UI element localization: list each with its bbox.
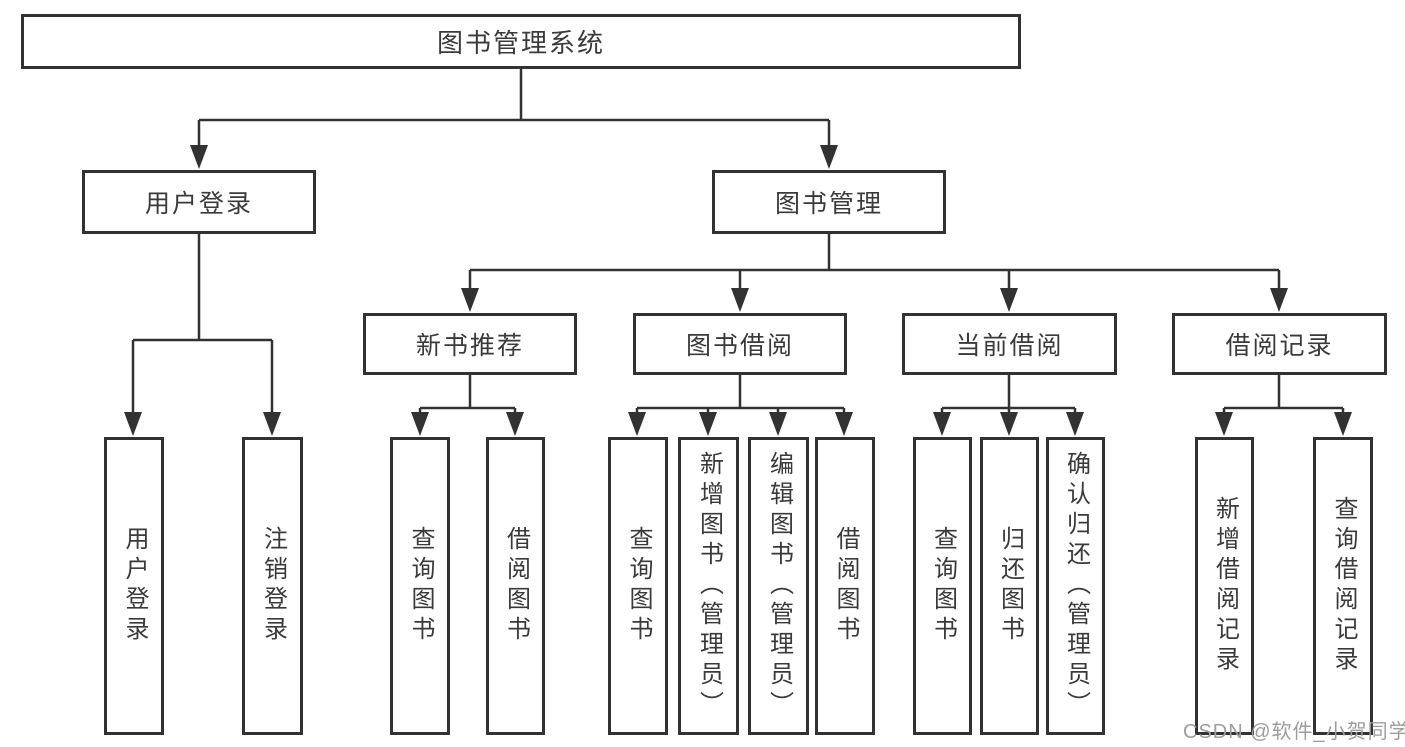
leaf-borrow-add-books-admin: 新增图书（管理员） xyxy=(678,437,739,735)
node-current-borrowing: 当前借阅 xyxy=(902,313,1117,375)
leaf-logout: 注销登录 xyxy=(242,437,303,735)
node-label: 查询图书 xyxy=(407,526,434,646)
node-label: 当前借阅 xyxy=(955,332,1064,360)
leaf-user-login: 用户登录 xyxy=(104,437,164,735)
node-label: 编辑图书（管理员） xyxy=(765,451,793,721)
leaf-current-return-books: 归还图书 xyxy=(980,437,1039,735)
node-label: 确认归还（管理员） xyxy=(1062,451,1090,721)
node-library-management-system: 图书管理系统 xyxy=(21,14,1021,69)
node-label: 图书管理系统 xyxy=(436,28,605,58)
node-label: 图书管理 xyxy=(774,190,883,218)
node-label: 借阅图书 xyxy=(832,526,859,646)
leaf-records-query-borrow-record: 查询借阅记录 xyxy=(1313,437,1373,735)
node-label: 注销登录 xyxy=(259,526,287,646)
node-label: 查询借阅记录 xyxy=(1330,496,1357,676)
leaf-newrec-query-books: 查询图书 xyxy=(390,437,450,735)
node-label: 借阅记录 xyxy=(1225,332,1334,360)
node-label: 新增图书（管理员） xyxy=(695,451,723,721)
node-label: 查询图书 xyxy=(929,526,957,646)
node-label: 图书借阅 xyxy=(685,332,794,360)
leaf-borrow-edit-books-admin: 编辑图书（管理员） xyxy=(748,437,809,735)
node-label: 借阅图书 xyxy=(502,526,530,646)
csdn-watermark: CSDN @软件_小贺同学 xyxy=(1183,721,1405,743)
leaf-current-confirm-return-admin: 确认归还（管理员） xyxy=(1046,437,1105,735)
leaf-records-add-borrow-record: 新增借阅记录 xyxy=(1195,437,1254,735)
node-user-login: 用户登录 xyxy=(82,170,316,234)
node-label: 用户登录 xyxy=(144,190,253,218)
node-book-management: 图书管理 xyxy=(712,170,946,234)
leaf-current-query-books: 查询图书 xyxy=(913,437,972,735)
node-label: 用户登录 xyxy=(121,526,148,646)
node-label: 归还图书 xyxy=(996,526,1024,646)
node-borrowing-records: 借阅记录 xyxy=(1172,313,1387,375)
node-new-book-recommend: 新书推荐 xyxy=(363,313,577,375)
leaf-newrec-borrow-books: 借阅图书 xyxy=(486,437,545,735)
node-label: 查询图书 xyxy=(625,526,652,646)
leaf-borrow-query-books: 查询图书 xyxy=(608,437,668,735)
node-label: 新书推荐 xyxy=(415,332,524,360)
node-book-borrowing: 图书借阅 xyxy=(633,313,847,375)
leaf-borrow-borrow-books: 借阅图书 xyxy=(815,437,875,735)
node-label: 新增借阅记录 xyxy=(1211,496,1239,676)
